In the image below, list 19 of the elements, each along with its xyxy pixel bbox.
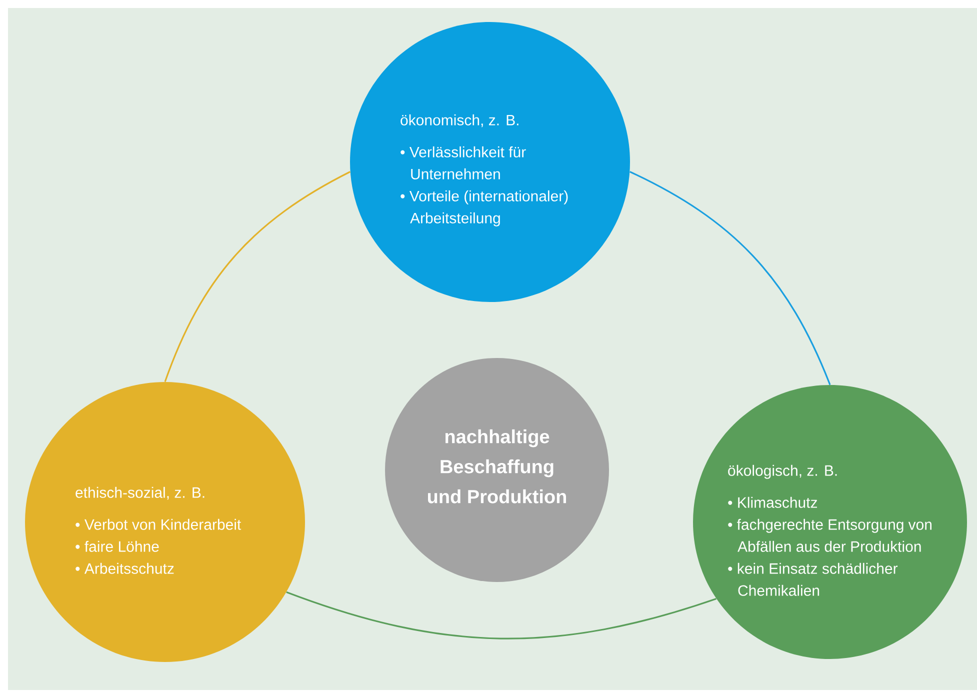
connector-arc — [630, 171, 831, 386]
connector-arc — [164, 171, 351, 382]
topic-circle — [350, 22, 630, 302]
heading-text: ethisch-sozial, z. B. — [76, 486, 204, 500]
bullet-item: • faire Löhne — [76, 540, 159, 552]
bullet-item: • fachgerechte Entsorgung von Abfällen aus der Produktion — [728, 518, 932, 552]
heading-text: ökologisch, z. B. — [728, 464, 837, 479]
topic-circle — [693, 384, 967, 659]
bullet-item: • Verbot von Kinderarbeit — [76, 518, 242, 530]
bullet-item: • Vorteile (internationaler) Arbeitsteilung — [400, 190, 568, 226]
bullet-item: • Klimaschutz — [728, 496, 817, 508]
center-text: nachhaltige Beschaffung und Produktion — [428, 429, 566, 504]
topic-circle — [25, 382, 305, 662]
connector-arc — [286, 591, 716, 640]
heading-text: ökonomisch, z. B. — [400, 114, 518, 128]
bullet-item: • Arbeitsschutz — [76, 562, 174, 574]
bullet-item: • Verlässlichkeit für Unternehmen — [400, 146, 526, 180]
bullet-item: • kein Einsatz schädlicher Chemikalien — [728, 562, 898, 596]
center-circle — [385, 358, 609, 582]
